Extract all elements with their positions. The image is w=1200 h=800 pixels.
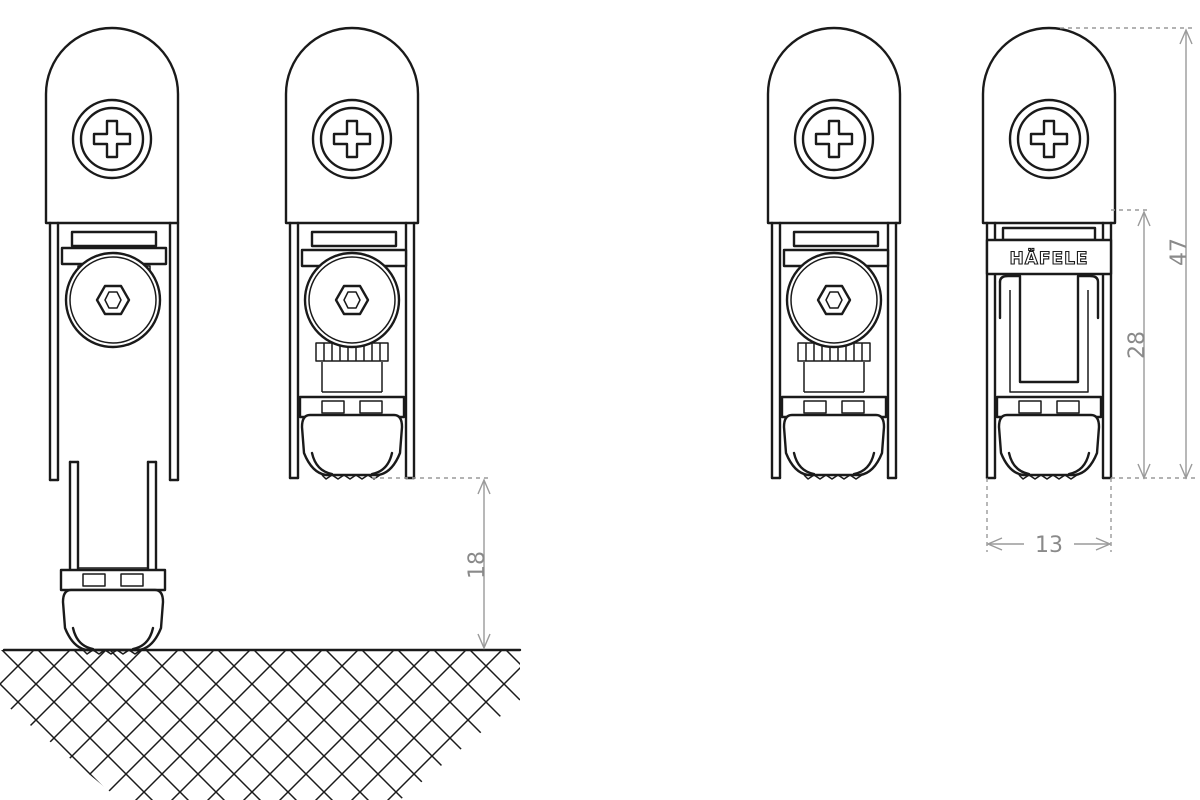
mounting-tab <box>286 28 418 223</box>
hex-socket-icon <box>303 251 401 349</box>
dimension-label-18: 18 <box>465 551 490 579</box>
hex-socket-icon <box>785 251 883 349</box>
dimension-label-47: 47 <box>1167 238 1192 266</box>
seal-unit-retracted <box>286 28 418 481</box>
seal-unit-branded: HÄFELE <box>983 28 1115 481</box>
dimension-label-13: 13 <box>1035 533 1063 558</box>
dimension-total-height: 47 <box>1060 27 1196 480</box>
floor-hatch <box>0 648 522 800</box>
mounting-tab <box>46 28 178 223</box>
dimension-inner-height: 28 <box>1111 209 1151 480</box>
hex-socket-icon <box>64 251 162 349</box>
dimension-width: 13 <box>986 478 1112 558</box>
brand-label: HÄFELE <box>1009 247 1088 269</box>
seal-unit-retracted-front <box>768 28 900 481</box>
mounting-tab <box>768 28 900 223</box>
seal-unit-extended <box>46 28 180 656</box>
dimension-label-28: 28 <box>1125 331 1150 359</box>
dimension-drop-height: 18 <box>372 477 492 650</box>
brand-plate <box>985 238 1113 276</box>
mounting-tab <box>983 28 1115 223</box>
